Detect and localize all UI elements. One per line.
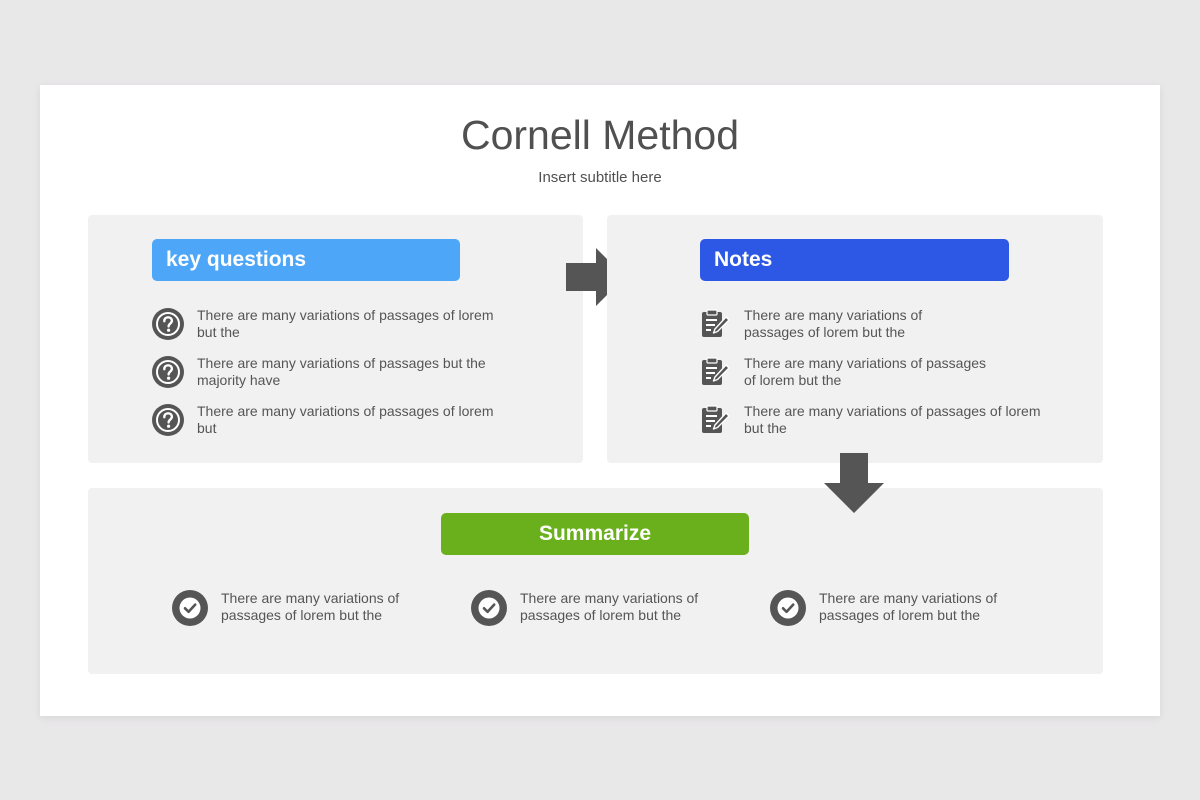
item-text-line1: There are many variations of passages of… [744, 403, 1041, 419]
item-text-line2: passages of lorem but the [221, 607, 383, 623]
check-circle-icon [471, 590, 507, 626]
item-text-line2: passages of lorem but the [819, 607, 981, 623]
item-text-line1: There are many variations of [520, 590, 699, 606]
notes-header: Notes [700, 239, 1009, 281]
question-circle-icon [152, 356, 184, 388]
key-question-item: There are many variations of passages of… [152, 403, 493, 437]
key-question-item: There are many variations of passages of… [152, 307, 493, 341]
item-text-line2: passages of lorem but the [520, 607, 682, 623]
item-text-line1: There are many variations of passages of… [197, 403, 494, 419]
question-circle-icon [152, 308, 184, 340]
item-text-line2: but the [197, 324, 240, 340]
summarize-header: Summarize [441, 513, 749, 555]
note-edit-icon [699, 356, 731, 388]
note-item: There are many variations of passages of… [699, 307, 922, 341]
down-arrow-icon [824, 453, 884, 513]
item-text-line1: There are many variations of passages of… [197, 307, 494, 323]
item-text-line1: There are many variations of [819, 590, 998, 606]
key-questions-header: key questions [152, 239, 460, 281]
item-text-line1: There are many variations of passages [744, 355, 987, 371]
check-circle-icon [770, 590, 806, 626]
item-text-line2: but the [744, 420, 787, 436]
check-circle-icon [172, 590, 208, 626]
note-edit-icon [699, 308, 731, 340]
item-text-line1: There are many variations of [744, 307, 923, 323]
question-circle-icon [152, 404, 184, 436]
note-edit-icon [699, 404, 731, 436]
note-item: There are many variations of passages of… [699, 403, 1040, 437]
slide: Cornell Method Insert subtitle here key … [40, 85, 1160, 716]
summary-item: There are many variations of passages of… [172, 590, 399, 626]
note-item: There are many variations of passages of… [699, 355, 986, 389]
item-text-line2: passages of lorem but the [744, 324, 906, 340]
item-text-line2: but [197, 420, 217, 436]
slide-subtitle: Insert subtitle here [538, 169, 662, 186]
summarize-panel: Summarize There are many variations of p… [88, 488, 1103, 674]
slide-title: Cornell Method [460, 112, 740, 158]
key-questions-panel: key questions There are many variations … [88, 215, 583, 463]
item-text-line2: of lorem but the [744, 372, 842, 388]
summary-item: There are many variations of passages of… [770, 590, 997, 626]
item-text-line1: There are many variations of passages bu… [197, 355, 486, 371]
key-question-item: There are many variations of passages bu… [152, 355, 486, 389]
item-text-line2: majority have [197, 372, 281, 388]
notes-panel: Notes There are many variations of passa… [607, 215, 1103, 463]
summary-item: There are many variations of passages of… [471, 590, 698, 626]
item-text-line1: There are many variations of [221, 590, 400, 606]
